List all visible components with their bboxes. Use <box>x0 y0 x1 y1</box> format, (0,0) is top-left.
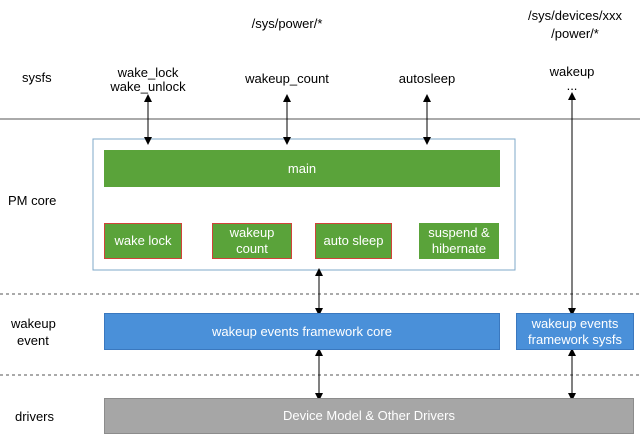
layer-label-sysfs: sysfs <box>22 70 52 85</box>
suspend-block-label-2: hibernate <box>431 241 487 256</box>
sysfs-file-wake-unlock: wake_unlock <box>110 79 186 94</box>
wakeup-events-framework-core-block: wakeup events framework core <box>104 313 500 350</box>
wakeup-sysfs-block-label-2: framework sysfs <box>528 331 622 347</box>
suspend-hibernate-block: suspend & hibernate <box>419 223 499 259</box>
sysfs-file-wake-lock: wake_lock <box>117 65 179 80</box>
layer-label-event: event <box>17 333 49 348</box>
path-sys-power: /sys/power/* <box>251 16 323 31</box>
wakeup-sysfs-block-label-1: wakeup events <box>531 315 619 331</box>
wakeup-count-block-label-2: count <box>236 241 268 256</box>
pm-core-container <box>92 138 516 271</box>
main-block-label: main <box>287 160 317 176</box>
drivers-block-label: Device Model & Other Drivers <box>283 408 455 423</box>
path-sys-devices: /sys/devices/xxx <box>528 8 622 23</box>
suspend-block-label-1: suspend & <box>428 225 490 240</box>
sysfs-file-ellipsis: ... <box>566 78 578 93</box>
main-block: main <box>104 150 500 187</box>
sysfs-file-autosleep: autosleep <box>398 71 456 86</box>
path-sys-devices-power: /power/* <box>551 26 599 41</box>
auto-sleep-block: auto sleep <box>315 223 392 259</box>
layer-label-drivers: drivers <box>15 409 55 424</box>
layer-label-wakeup: wakeup <box>11 316 56 331</box>
device-model-drivers-block: Device Model & Other Drivers <box>104 398 634 434</box>
sysfs-file-wakeup: wakeup <box>549 64 595 79</box>
sysfs-file-wakeup-count: wakeup_count <box>245 71 329 86</box>
wakeup-count-block: wakeup count <box>212 223 292 259</box>
wake-lock-block: wake lock <box>104 223 182 259</box>
layer-label-pm-core: PM core <box>8 193 57 208</box>
wake-lock-block-label: wake lock <box>114 233 172 248</box>
wakeup-events-framework-sysfs-block: wakeup events framework sysfs <box>516 313 634 350</box>
wakeup-count-block-label-1: wakeup <box>229 225 275 240</box>
auto-sleep-block-label: auto sleep <box>323 233 384 248</box>
wakeup-core-block-label: wakeup events framework core <box>212 323 392 339</box>
